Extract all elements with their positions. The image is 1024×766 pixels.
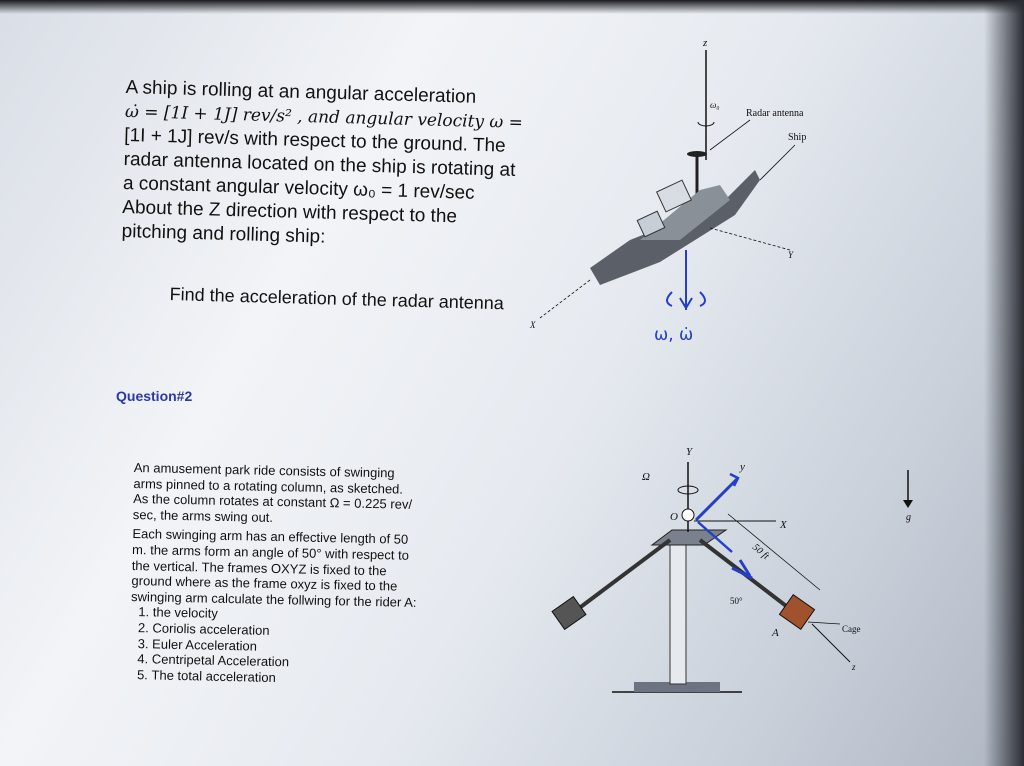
fig2-angle-label: 50°	[730, 596, 743, 606]
fig2-y-label: y	[739, 461, 745, 473]
fig1-radar-leader	[709, 119, 751, 151]
fig1-ship-label: Ship	[788, 132, 806, 143]
question2-heading: Question#2	[116, 388, 193, 404]
fig1-ship-leader	[759, 144, 796, 181]
fig2-cage-leader	[807, 621, 841, 625]
fig2-blue-y-axis	[694, 476, 740, 522]
fig2-pivot-O	[681, 508, 695, 522]
top-shadow	[0, 0, 1024, 14]
fig2-column	[669, 539, 687, 685]
fig2-blue-arrowhead	[729, 472, 740, 487]
fig2-left-cage	[551, 595, 587, 631]
fig2-blue-arm-mark	[697, 521, 733, 553]
right-shadow	[984, 0, 1024, 766]
fig2-left-arm	[572, 538, 672, 614]
fig1-ship-superstructure	[636, 210, 666, 238]
fig2-A-label: A	[771, 627, 779, 639]
fig2-g-label: g	[906, 512, 911, 523]
fig2-Y-label: Y	[686, 446, 694, 458]
fig1-y-label: Y	[788, 250, 794, 260]
fig1-z-label: z	[702, 37, 708, 49]
fig2-z-axis	[811, 623, 851, 663]
fig2-right-cage	[778, 594, 816, 630]
fig1-ship-bridge	[655, 179, 693, 213]
fig1-x-label: X	[529, 320, 536, 330]
fig1-x-axis	[539, 279, 591, 319]
fig2-omega-label: Ω	[642, 471, 650, 483]
fig2-O-label: O	[670, 511, 678, 523]
fig2-base-plate	[634, 682, 720, 692]
fig1-handwritten-label: ω, ω̇	[654, 325, 693, 345]
fig2-length-label: 50 ft	[750, 542, 771, 562]
fig1-radar-label: Radar antenna	[746, 108, 804, 119]
fig2-rotation-ellipse	[677, 485, 699, 495]
fig2-blue-cross-mark	[731, 559, 753, 580]
fig1-rotation-arrow	[697, 121, 715, 127]
fig1-blue-rotation	[666, 291, 706, 307]
fig2-dimension-line	[727, 513, 821, 591]
fig2-gravity-arrowhead	[903, 500, 913, 508]
fig2-X-label: X	[779, 519, 788, 531]
fig1-y-axis	[709, 227, 791, 251]
fig2-cage-label: Cage	[842, 624, 861, 634]
fig2-z-label: z	[851, 662, 856, 672]
fig1-omega0-label: ω₀	[710, 100, 719, 110]
fig1-blue-arrowhead	[679, 297, 693, 310]
